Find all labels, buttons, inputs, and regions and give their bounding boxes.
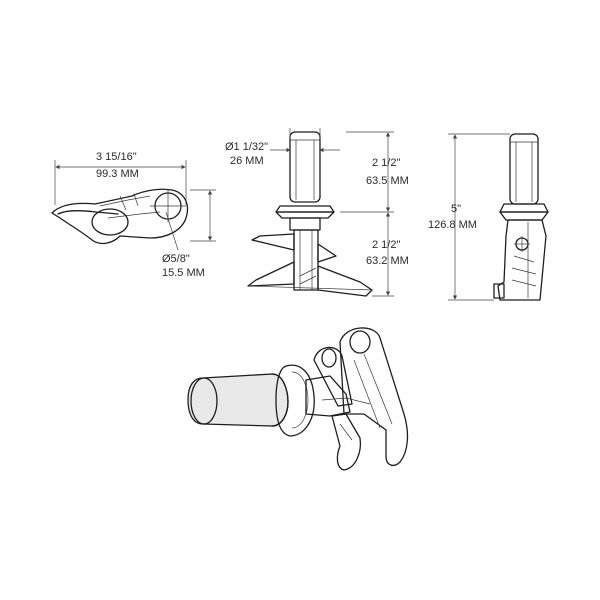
side-view: 5" 126.8 MM [428,133,549,301]
upper-height-in: 2 1/2" [372,157,400,169]
hole-dia-mm: 15.5 MM [162,267,205,279]
total-height-in: 5" [451,203,461,215]
knob-dia-in: Ø1 1/32" [225,141,268,153]
top-width-in: 3 15/16" [96,151,137,163]
top-width-mm: 99.3 MM [96,168,139,180]
upper-height-mm: 63.5 MM [366,175,409,187]
knob-dia-mm: 26 MM [230,155,264,167]
isometric-view [187,327,409,471]
front-view: Ø1 1/32" 26 MM 2 1/2" 63.5 MM 2 1/2" 63.… [225,128,409,297]
lower-height-in: 2 1/2" [372,239,400,251]
total-height-mm: 126.8 MM [428,219,477,231]
top-view: 3 15/16" 99.3 MM Ø5/8" 15.5 MM [51,151,216,279]
lower-height-mm: 63.2 MM [366,255,409,267]
hole-dia-in: Ø5/8" [162,253,190,265]
